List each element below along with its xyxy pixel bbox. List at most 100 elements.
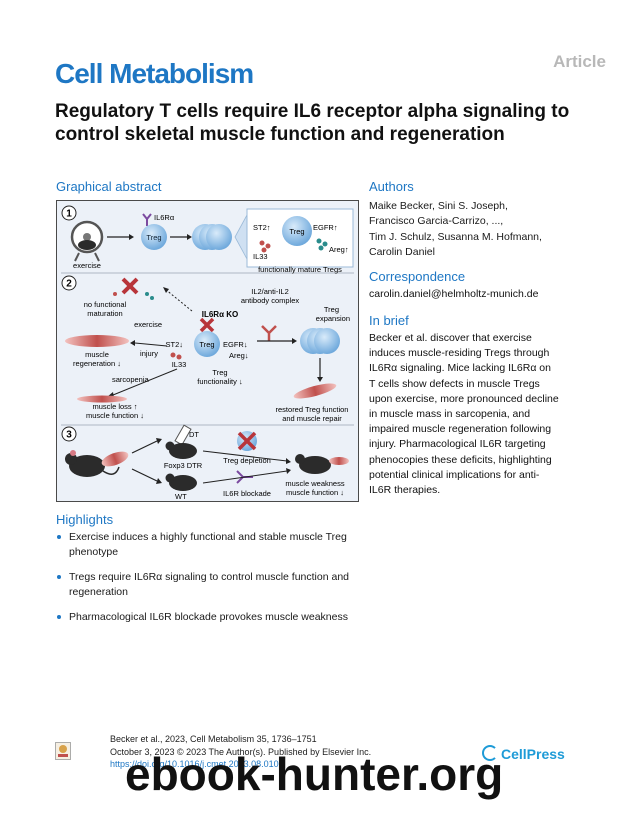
label-il6ra: IL6Rα <box>154 213 175 222</box>
mouse-icon <box>165 441 197 459</box>
label-no-functional: no functional <box>84 300 127 309</box>
label-wt: WT <box>175 492 187 501</box>
label-treg: Treg <box>146 233 161 242</box>
cross-icon <box>199 317 215 333</box>
panel-number-badge <box>61 275 77 291</box>
article-type: Article <box>553 52 606 71</box>
cellpress-logo: CellPress <box>482 745 565 762</box>
label-treg: Treg <box>289 227 304 236</box>
cross-icon <box>121 277 139 295</box>
label-treg-expansion-1: Treg <box>324 305 339 314</box>
highlights-list: Exercise induces a highly functional and… <box>56 530 356 635</box>
mouse-icon <box>165 473 197 491</box>
exercise-wheel-icon <box>70 220 104 262</box>
label-il33: IL33 <box>172 360 187 369</box>
dots-icon <box>113 292 154 300</box>
journal-name: Cell Metabolism <box>55 58 254 89</box>
correspondence-email[interactable]: carolin.daniel@helmholtz-munich.de <box>369 288 539 300</box>
paper-title: Regulatory T cells require IL6 receptor … <box>55 101 570 145</box>
treg-cell <box>194 331 220 357</box>
highlight-item: Exercise induces a highly functional and… <box>56 530 356 560</box>
graphical-abstract-heading: Graphical abstract <box>56 179 162 194</box>
areg-dots-icon <box>316 238 328 251</box>
label-il33: IL33 <box>253 252 268 261</box>
treg-expansion-cells <box>192 224 232 250</box>
correspondence-heading: Correspondence <box>369 269 466 284</box>
cellpress-label: CellPress <box>501 746 565 762</box>
panel-number: 3 <box>66 430 72 441</box>
label-mature-tregs: functionally mature Tregs <box>258 265 342 274</box>
label-muscle-repair: and muscle repair <box>282 414 342 423</box>
il33-dots-icon <box>170 352 182 360</box>
in-brief-line: induces muscle-residing Tregs through <box>369 347 550 360</box>
label-injury: injury <box>140 349 158 358</box>
label-functionality-down: functionality ↓ <box>197 377 242 386</box>
label-sarcopenia: sarcopenia <box>112 375 150 384</box>
label-exercise: exercise <box>73 261 101 270</box>
label-muscle: muscle <box>85 350 109 359</box>
label-treg-depletion: Treg depletion <box>223 456 271 465</box>
label-il2: IL2/anti-IL2 <box>251 287 289 296</box>
in-brief-line: injury. Pharmacological IL6R targeting <box>369 438 546 451</box>
label-maturation: maturation <box>87 309 122 318</box>
label-st2-up: ST2↑ <box>253 223 271 232</box>
label-egfr-up: EGFR↑ <box>313 223 338 232</box>
doi-link[interactable]: https://doi.org/10.1016/j.cmet.2023.08.0… <box>110 759 279 770</box>
highlights-heading: Highlights <box>56 512 114 527</box>
label-dt: DT <box>189 430 199 439</box>
cellpress-icon <box>482 745 498 761</box>
label-antibody-complex: antibody complex <box>241 296 300 305</box>
label-exercise: exercise <box>134 320 162 329</box>
in-brief-line: potential clinical implications for anti… <box>369 468 540 481</box>
il33-dots-icon <box>259 240 271 253</box>
elsevier-logo-icon <box>55 742 71 760</box>
in-brief-line: IL6R therapies. <box>369 484 441 497</box>
treg-expansion-cells <box>300 328 340 354</box>
label-areg-down: Areg↓ <box>229 351 249 360</box>
label-il6ra-ko: IL6Rα KO <box>202 310 238 319</box>
in-brief-line: T cells show defects in muscle Tregs <box>369 377 540 390</box>
mouse-icon <box>65 450 120 477</box>
panel-number: 1 <box>66 209 72 220</box>
muscle-fiber <box>77 395 127 403</box>
author-line: Francisco Garcia-Carrizo, ..., <box>369 215 504 228</box>
label-treg-func: Treg <box>212 368 227 377</box>
in-brief-line: phenocopies these deficits, highlighting <box>369 453 552 466</box>
syringe-icon <box>174 424 192 446</box>
label-muscle-weakness: muscle weakness <box>285 479 344 488</box>
muscle-fiber <box>65 335 129 347</box>
panel-number-badge <box>61 426 77 442</box>
treg-cell <box>282 216 312 246</box>
highlight-item: Pharmacological IL6R blockade provokes m… <box>56 610 356 625</box>
in-brief-line: Becker et al. discover that exercise <box>369 332 532 344</box>
panel-number-badge <box>61 205 77 221</box>
citation-copyright: October 3, 2023 © 2023 The Author(s). Pu… <box>110 746 372 757</box>
graphical-abstract-figure: 1 exercise IL6Rα Treg ST2↑ Treg EGFR↑ Ar… <box>57 201 358 501</box>
muscle-fiber <box>329 457 349 465</box>
label-treg-expansion-2: expansion <box>316 314 350 323</box>
label-st2-down: ST2↓ <box>165 340 183 349</box>
in-brief-line: upon exercise, more pronounced decline <box>369 392 559 405</box>
cross-icon <box>237 431 257 451</box>
antibody-icon <box>261 325 277 341</box>
in-brief-text: Becker et al. discover that exercise ind… <box>369 331 609 498</box>
graphical-abstract: 1 exercise IL6Rα Treg ST2↑ Treg EGFR↑ Ar… <box>56 200 359 502</box>
il6ra-receptor-icon <box>142 213 152 226</box>
highlight-item: Tregs require IL6Rα signaling to control… <box>56 570 356 600</box>
label-areg-up: Areg↑ <box>329 245 349 254</box>
muscle-fiber <box>293 383 337 399</box>
label-restored: restored Treg function <box>276 405 349 414</box>
in-brief-line: impaired muscle regeneration following <box>369 423 552 436</box>
label-egfr-down: EGFR↓ <box>223 340 248 349</box>
label-muscle-function-down: muscle function ↓ <box>86 411 144 420</box>
treg-cell <box>141 224 167 250</box>
in-brief-line: in muscle mass in sarcopenia, and <box>369 408 531 421</box>
watermark: ebook-hunter.org <box>125 748 504 800</box>
label-il6r-blockade: IL6R blockade <box>223 489 271 498</box>
authors-heading: Authors <box>369 179 414 194</box>
in-brief-line: IL6Rα signaling. Mice lacking IL6Rα on <box>369 362 551 375</box>
dashed-arrow <box>164 288 193 312</box>
panel-number: 2 <box>66 279 72 290</box>
author-line: Tim J. Schulz, Susanna M. Hofmann, <box>369 230 542 243</box>
mouse-icon <box>295 454 331 474</box>
